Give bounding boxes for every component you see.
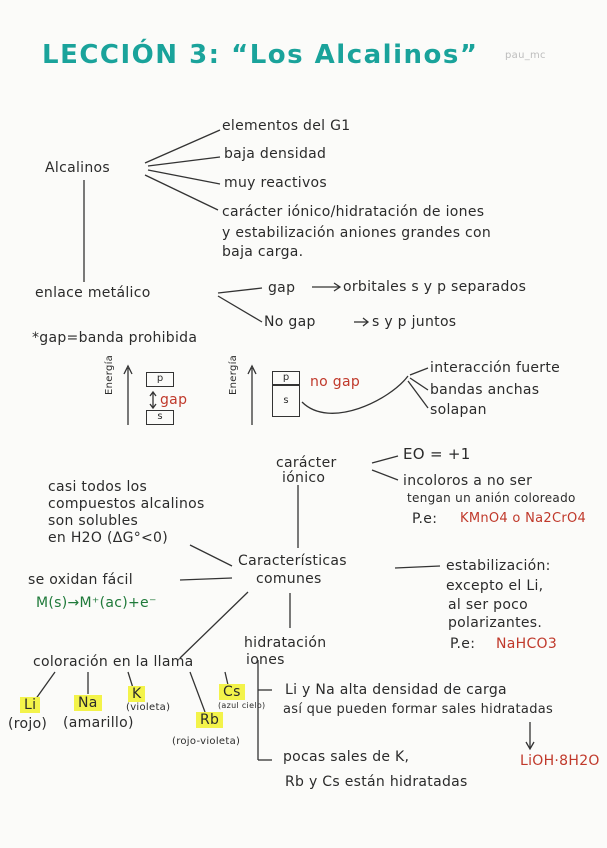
gap-result: orbitales s y p separados [343, 279, 527, 295]
caracteristicas-1: Características [238, 553, 347, 569]
solubles-3: son solubles [48, 513, 139, 529]
estabilizacion-3: al ser poco [448, 597, 529, 613]
coloracion-llama: coloración en la llama [33, 654, 194, 670]
oxidation-equation: M(s)→M⁺(ac)+e⁻ [36, 595, 157, 611]
li-na-1: Li y Na alta densidad de carga [285, 682, 507, 698]
caracter-ionico-line-1: carácter iónico/hidratación de iones [222, 204, 485, 220]
caracteristicas-2: comunes [256, 571, 322, 587]
li-na-2: así que pueden formar sales hidratadas [283, 702, 554, 717]
interaccion-3: solapan [430, 402, 487, 418]
pe-label-1: P.e: [412, 511, 438, 527]
incoloros-2: tengan un anión coloreado [407, 491, 576, 505]
band-p-2: p [272, 371, 300, 385]
prop-2: baja densidad [224, 146, 327, 162]
no-gap-result: s y p juntos [372, 314, 457, 330]
hidratacion-2: iones [246, 652, 285, 668]
estabilizacion-4: polarizantes. [448, 615, 543, 631]
band-p-1: p [146, 372, 174, 387]
prop-3: muy reactivos [224, 175, 328, 191]
solubles-1: casi todos los [48, 479, 148, 495]
pocas-1: pocas sales de K, [283, 749, 410, 765]
gap-diagram-label: gap [160, 392, 188, 408]
interaccion-2: bandas anchas [430, 382, 540, 398]
energia-label-2: Energía [228, 354, 239, 395]
prop-1: elementos del G1 [222, 118, 351, 134]
flame-rb: Rb [196, 712, 224, 728]
pocas-2: Rb y Cs están hidratadas [285, 774, 468, 790]
eo-value: EO = +1 [403, 445, 471, 463]
flame-k: K [128, 686, 146, 702]
flame-cs: Cs [219, 684, 245, 700]
band-s-1: s [146, 410, 174, 425]
se-oxidan: se oxidan fácil [28, 572, 133, 588]
hidratacion-1: hidratación [244, 635, 327, 651]
flame-li: Li [20, 697, 41, 713]
no-gap-label: No gap [264, 314, 316, 330]
flame-na-color: (amarillo) [63, 715, 134, 731]
caracter-node-2: iónico [282, 470, 326, 486]
solubles-4: en H2O (ΔG°<0) [48, 530, 169, 546]
estabilizacion-1: estabilización: [446, 558, 551, 574]
flame-li-color: (rojo) [8, 716, 48, 732]
flame-cs-color: (azul cielo) [218, 701, 266, 710]
flame-k-color: (violeta) [126, 702, 171, 713]
gap-definition: *gap=banda prohibida [32, 330, 198, 346]
caracter-node-1: carácter [276, 455, 337, 471]
alcalinos-node: Alcalinos [45, 160, 110, 176]
pe-color-examples: KMnO4 o Na2CrO4 [460, 511, 587, 526]
energia-label-1: Energía [104, 354, 115, 395]
incoloros-1: incoloros a no ser [403, 473, 533, 489]
no-gap-diagram-label: no gap [310, 374, 361, 390]
interaccion-1: interacción fuerte [430, 360, 561, 376]
solubles-2: compuestos alcalinos [48, 496, 205, 512]
lioh-example: LiOH·8H2O [520, 753, 600, 769]
flame-rb-color: (rojo-violeta) [172, 736, 241, 747]
flame-na: Na [74, 695, 102, 711]
gap-label: gap [268, 280, 296, 296]
pe-nahco3: NaHCO3 [496, 636, 558, 652]
caracter-ionico-line-3: baja carga. [222, 244, 304, 260]
estabilizacion-2: excepto el Li, [446, 578, 544, 594]
caracter-ionico-line-2: y estabilización aniones grandes con [222, 225, 492, 241]
page-title: LECCIÓN 3: “Los Alcalinos” [42, 40, 479, 70]
signature: pau_mc [505, 50, 546, 61]
band-s-2: s [272, 385, 300, 417]
enlace-metalico: enlace metálico [35, 285, 151, 301]
pe-label-2: P.e: [450, 636, 476, 652]
